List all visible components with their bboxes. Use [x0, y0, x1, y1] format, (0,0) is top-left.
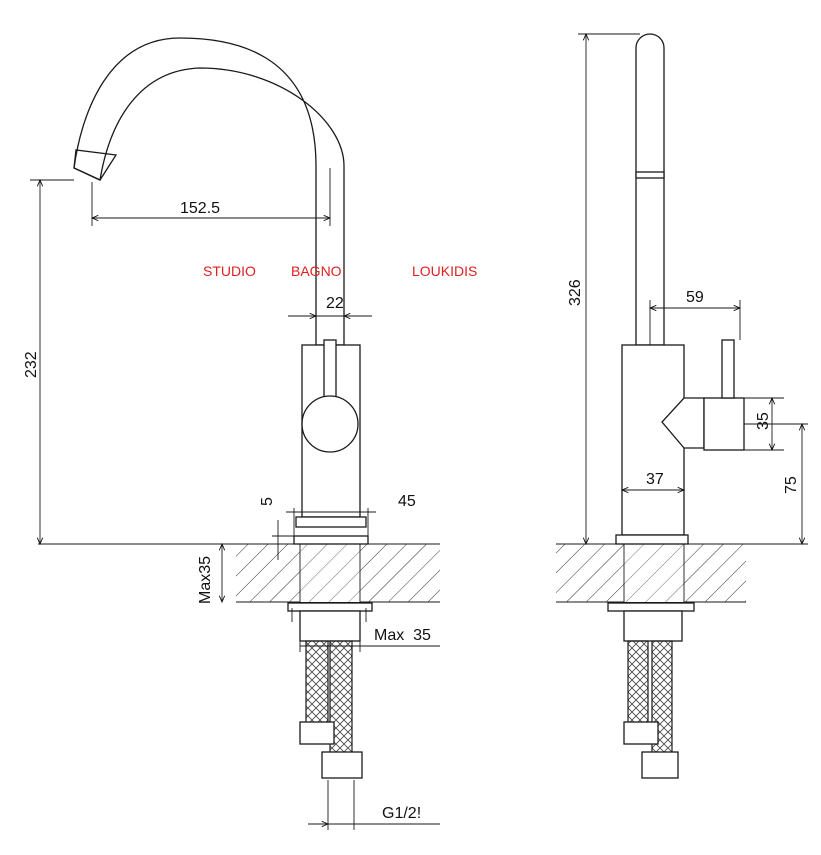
dim-body-diameter: 37	[646, 471, 664, 488]
watermark: STUDIO BAGNO LOUKIDIS	[203, 263, 477, 279]
watermark-word-3: LOUKIDIS	[412, 263, 477, 279]
front-lever-knob	[301, 395, 359, 453]
front-lever	[323, 339, 337, 401]
dim-pipe-diameter: 22	[326, 295, 344, 312]
dim-spout-reach: 152.5	[180, 200, 220, 217]
dim-max-deck: Max35	[197, 556, 214, 604]
dim-thread: G1/2!	[382, 805, 421, 822]
dim-max-hole: Max 35	[374, 627, 431, 644]
dim-base-diameter: 45	[398, 493, 416, 510]
dim-base-step: 5	[259, 497, 276, 506]
watermark-word-2: BAGNO	[291, 263, 342, 279]
dim-spout-height: 232	[23, 351, 40, 378]
front-view: 152.5 232 22 5 45 Max35 Max 35	[23, 37, 440, 830]
watermark-word-1: STUDIO	[203, 263, 256, 279]
dim-total-height: 326	[567, 279, 584, 306]
dim-lever-height: 75	[783, 476, 800, 494]
side-lever-handle	[721, 339, 735, 399]
side-view: 326 59 35 75 37	[556, 33, 808, 779]
side-hose-1	[627, 640, 649, 724]
front-spout	[73, 37, 345, 346]
side-lever	[661, 397, 705, 449]
dim-lever-offset: 59	[686, 289, 704, 306]
side-body	[621, 344, 685, 536]
side-spout	[635, 33, 665, 346]
dim-lever-block: 35	[755, 412, 772, 430]
front-hose-1	[305, 640, 329, 724]
